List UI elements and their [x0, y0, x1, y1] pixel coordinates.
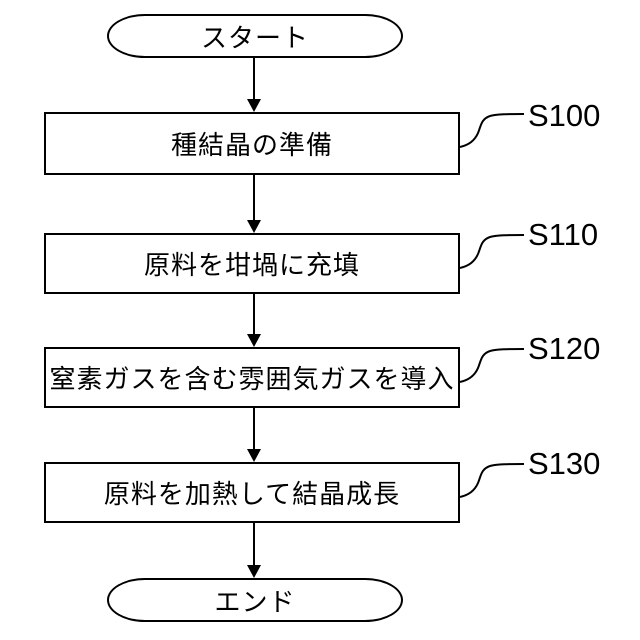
node-step-3: 窒素ガスを含む雰囲気ガスを導入 — [44, 347, 460, 408]
node-step-1-label: 種結晶の準備 — [170, 130, 333, 160]
arrow-down-icon — [247, 565, 261, 578]
leader-line-s110 — [459, 234, 525, 269]
flow-arrow-step3-to-step4 — [247, 408, 261, 462]
node-start: スタート — [107, 14, 403, 58]
flow-arrow-step1-to-step2 — [247, 175, 261, 233]
node-step-2-label: 原料を坩堝に充填 — [143, 250, 360, 280]
step-ref-s130: S130 — [528, 446, 601, 481]
flow-arrow-step4-to-end — [247, 523, 261, 578]
node-step-1: 種結晶の準備 — [44, 112, 460, 175]
node-step-3-label: 窒素ガスを含む雰囲気ガスを導入 — [49, 364, 455, 394]
leader-line-s130 — [459, 463, 525, 498]
flow-arrow-start-to-step1 — [247, 58, 261, 112]
node-end-label: エンド — [214, 586, 296, 617]
arrow-down-icon — [247, 334, 261, 347]
node-start-label: スタート — [200, 22, 309, 53]
leader-line-s100 — [459, 113, 525, 148]
node-step-4-label: 原料を加熱して結晶成長 — [103, 479, 401, 509]
leader-line-s120 — [459, 348, 525, 383]
step-ref-s110: S110 — [528, 217, 599, 252]
flow-arrow-step2-to-step3 — [247, 294, 261, 347]
node-step-2: 原料を坩堝に充填 — [44, 233, 460, 294]
arrow-down-icon — [247, 99, 261, 112]
arrow-down-icon — [247, 220, 261, 233]
node-end: エンド — [107, 578, 403, 622]
step-ref-s100: S100 — [528, 98, 601, 133]
arrow-down-icon — [247, 449, 261, 462]
step-ref-s120: S120 — [528, 331, 601, 366]
node-step-4: 原料を加熱して結晶成長 — [44, 462, 460, 523]
